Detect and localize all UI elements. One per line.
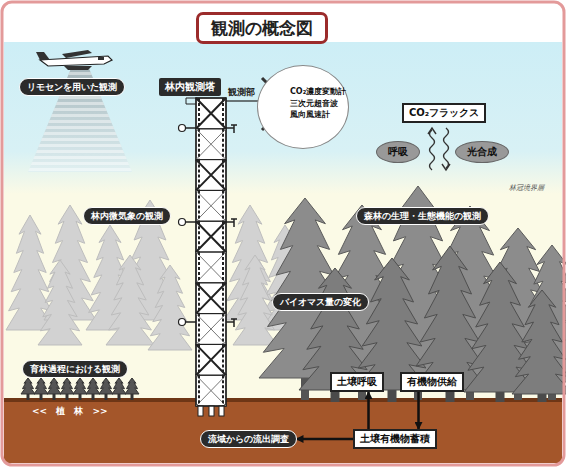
flow-arrow <box>417 392 420 429</box>
diagram-title: 観測の概念図 <box>196 12 328 44</box>
observation-pill: バイオマス量の変化 <box>272 293 369 312</box>
node-text: CO₂フラックス <box>409 107 479 119</box>
flux-wavy-arrows <box>428 128 450 170</box>
process-ellipse: 光合成 <box>455 141 509 163</box>
node-text: 土壌呼吸 <box>337 376 377 388</box>
sensor-beam-stripes <box>28 66 132 172</box>
node-text: バイオマス量の変化 <box>280 297 361 308</box>
process-box: 土壌呼吸 <box>330 372 384 392</box>
observation-pill: 林内微気象の観測 <box>83 207 171 226</box>
conifer <box>60 378 74 394</box>
flow-arrow <box>367 392 370 429</box>
airplane <box>36 50 112 70</box>
conifer <box>512 290 566 394</box>
instrument-circle: CO₂濃度変動計 三次元超音波 風向風速計 <box>257 65 349 149</box>
node-text: 林内微気象の観測 <box>91 211 163 222</box>
soil-edge <box>4 398 562 402</box>
tower-label-box: 林内観測塔 <box>159 78 221 96</box>
boundary-label: 林冠境界層 <box>509 183 544 193</box>
node-text: 土壌有機物蓄積 <box>360 433 430 445</box>
forest-trees <box>259 186 566 402</box>
background-trees <box>6 200 309 350</box>
conifer <box>86 378 100 394</box>
planting-label: << 植 林 >> <box>32 405 108 418</box>
conifer <box>233 255 277 345</box>
node-text: 光合成 <box>467 146 497 158</box>
soil <box>4 398 562 463</box>
conifer <box>106 255 154 345</box>
node-text: 林内観測塔 <box>165 81 215 93</box>
conifer <box>125 378 139 394</box>
node-text: 森林の生理・生態機能の観測 <box>364 211 481 222</box>
conifer <box>21 378 35 394</box>
flux-box: CO₂フラックス <box>402 103 486 123</box>
sky-band <box>4 42 562 194</box>
node-text: 観測の概念図 <box>211 18 313 38</box>
node-text: リモセンを用いた観測 <box>27 82 117 93</box>
observation-tower <box>179 98 238 416</box>
planted-trees <box>21 378 139 400</box>
observation-pill: 育林過程における観測 <box>22 360 128 379</box>
callout-label: 観測部 <box>228 86 255 99</box>
node-text: 育林過程における観測 <box>30 364 120 375</box>
process-box: 土壌有機物蓄積 <box>353 429 437 449</box>
sensor-beam <box>28 66 132 172</box>
process-ellipse: 呼吸 <box>376 141 420 163</box>
conifer <box>73 378 87 394</box>
conifer <box>99 378 113 394</box>
node-text: CO₂濃度変動計 三次元超音波 風向風速計 <box>290 86 348 121</box>
node-text: 有機物供給 <box>407 376 457 388</box>
observation-pill: 流域からの流出調査 <box>200 430 297 449</box>
conifer <box>38 260 82 345</box>
leader-line <box>226 101 258 102</box>
conifer <box>34 378 48 394</box>
observation-pill: 森林の生理・生態機能の観測 <box>356 207 489 226</box>
flow-arrow <box>297 438 354 441</box>
node-text: 呼吸 <box>388 146 408 158</box>
process-box: 有機物供給 <box>400 372 464 392</box>
conifer <box>148 265 192 350</box>
conifer <box>354 258 430 390</box>
node-text: 流域からの流出調査 <box>208 434 289 445</box>
conifer <box>112 378 126 394</box>
observation-pill: リモセンを用いた観測 <box>19 78 125 97</box>
conifer <box>47 378 61 394</box>
forest-ground <box>4 42 562 402</box>
